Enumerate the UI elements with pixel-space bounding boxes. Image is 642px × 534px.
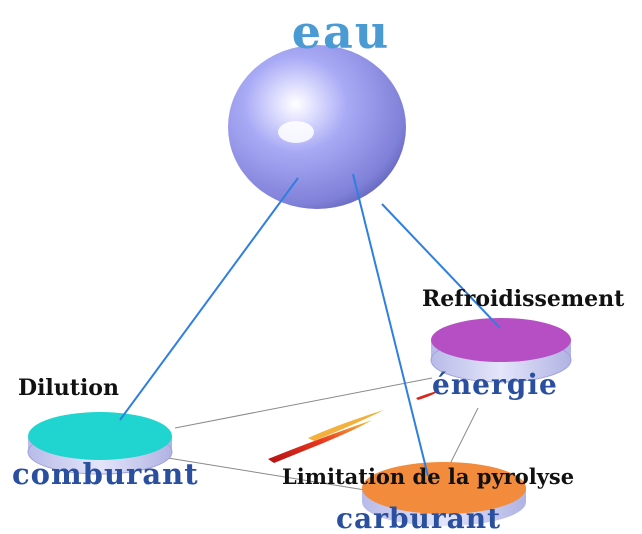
effect-dilution: Dilution: [18, 375, 119, 401]
effect-refroidissement: Refroidissement: [422, 286, 625, 312]
effect-pyrolyse: Limitation de la pyrolyse: [282, 464, 574, 489]
triangle-lines: [167, 377, 479, 491]
flame-icon: [268, 390, 440, 463]
node-comburant-label: comburant: [12, 457, 199, 491]
energie-disc: [430, 318, 572, 383]
connector-energie: [381, 203, 501, 329]
line-comburant-energie: [174, 377, 433, 429]
water-connectors: [119, 173, 501, 477]
line-energie-carburant: [447, 407, 479, 469]
carburant-disc: [362, 462, 526, 526]
center-title: eau: [292, 5, 391, 59]
connector-carburant: [352, 173, 429, 477]
connector-comburant: [119, 177, 299, 421]
water-sphere: [228, 45, 406, 209]
line-comburant-carburant: [167, 457, 366, 491]
node-carburant-label: carburant: [336, 502, 501, 534]
comburant-disc: [27, 412, 173, 475]
node-energie-label: énergie: [432, 368, 558, 401]
